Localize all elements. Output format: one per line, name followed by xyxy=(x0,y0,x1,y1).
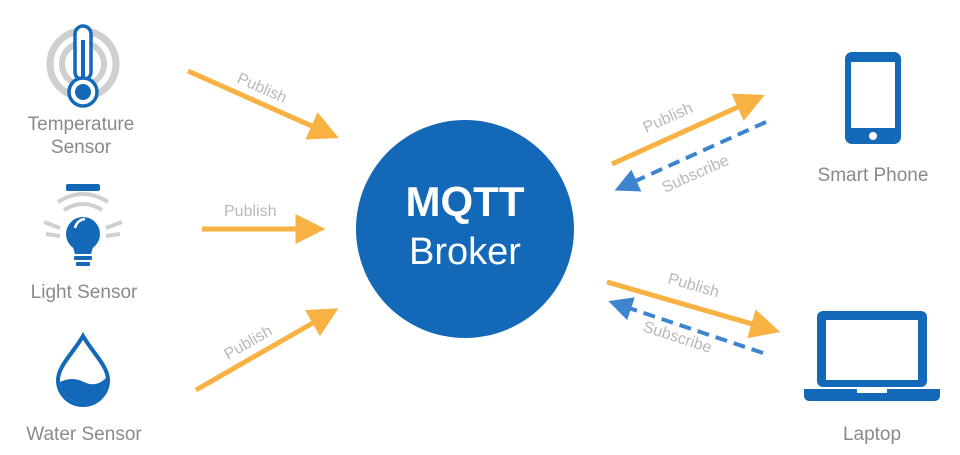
light-bulb-icon xyxy=(43,184,123,266)
phone-publish-arrow xyxy=(610,93,765,167)
water-drop-icon xyxy=(55,331,111,407)
light-publish-label: Publish xyxy=(224,203,276,220)
thermometer-icon xyxy=(46,24,120,108)
water-sensor-label: Water Sensor xyxy=(26,424,142,445)
water-publish-arrow xyxy=(194,308,339,393)
smart-phone-label: Smart Phone xyxy=(818,165,929,186)
laptop-icon xyxy=(804,311,940,401)
phone-subscribe-label: Subscribe xyxy=(660,152,732,197)
light-sensor-label: Light Sensor xyxy=(31,282,138,303)
laptop-publish-arrow xyxy=(606,279,781,339)
laptop-subscribe-label: Subscribe xyxy=(641,319,714,357)
phone-subscribe-arrow xyxy=(614,120,767,192)
smartphone-icon xyxy=(845,52,901,144)
laptop-label: Laptop xyxy=(843,424,901,445)
temperature-publish-arrow xyxy=(186,68,339,140)
broker-subtitle: Broker xyxy=(409,231,521,273)
temperature-sensor-label-line1: Temperature xyxy=(28,114,135,135)
mqtt-broker-node xyxy=(356,120,574,338)
laptop-publish-label: Publish xyxy=(666,271,721,302)
laptop-subscribe-arrow xyxy=(608,297,764,355)
temperature-sensor-label-line2: Sensor xyxy=(51,137,112,158)
broker-title: MQTT xyxy=(406,178,525,225)
